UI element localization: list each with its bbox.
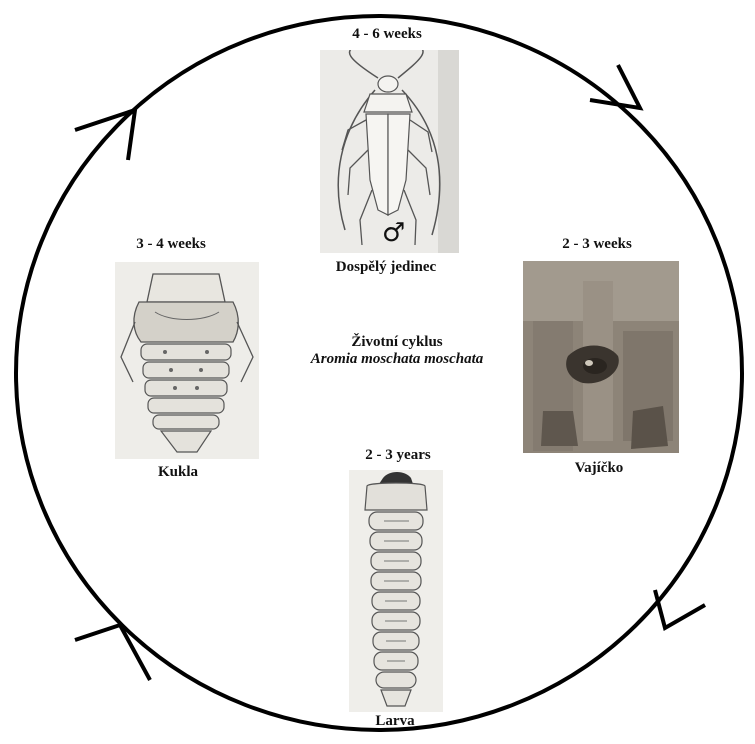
egg-on-bark-photo (523, 261, 679, 453)
larva-illustration (349, 470, 443, 712)
egg-illustration (523, 261, 679, 453)
cycle-arrow-bottom-left (75, 625, 150, 680)
male-symbol: ♂ (382, 218, 405, 248)
larva-duration-label: 2 - 3 years (365, 447, 430, 464)
diagram-title: Životní cyklus Aromia moschata moschata (311, 334, 484, 368)
species-name: Aromia moschata moschata (311, 351, 484, 368)
adult-beetle-illustration: ♂ (320, 50, 459, 253)
adult-duration-label: 4 - 6 weeks (352, 26, 422, 43)
adult-stage-label: Dospělý jedinec (336, 259, 436, 276)
egg-duration-label: 2 - 3 weeks (562, 236, 632, 253)
pupa-stage-label: Kukla (158, 464, 198, 481)
egg-stage-label: Vajíčko (575, 460, 624, 477)
title-text: Životní cyklus (311, 334, 484, 351)
larva-stage-label: Larva (375, 713, 414, 730)
pupa-illustration (115, 262, 259, 459)
pupa-duration-label: 3 - 4 weeks (136, 236, 206, 253)
larva-drawing (349, 470, 443, 712)
pupa-drawing (115, 262, 259, 459)
